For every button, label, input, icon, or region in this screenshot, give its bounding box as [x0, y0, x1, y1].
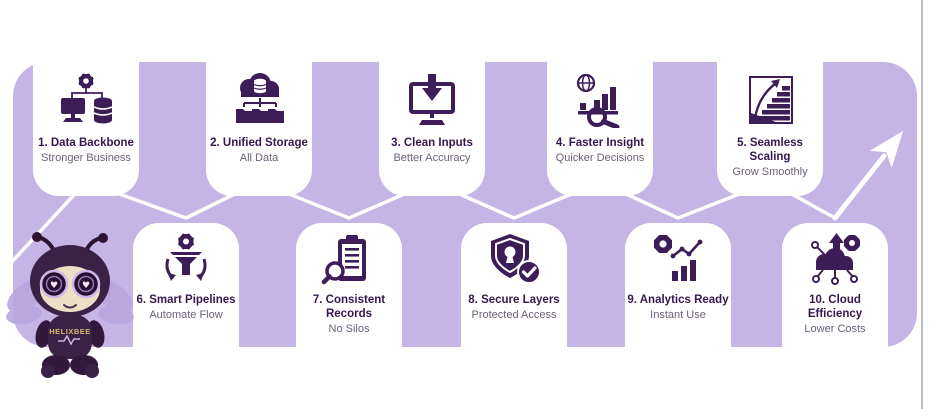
arrow-shaft: [832, 153, 887, 221]
mascot-eyes: ♥ ♥: [39, 269, 101, 299]
step-subtitle: Instant Use: [650, 309, 706, 321]
step-card-8: 8. Secure Layers Protected Access: [461, 223, 567, 351]
step-subtitle: Grow Smoothly: [732, 166, 808, 178]
step-card-4: 4. Faster Insight Quicker Decisions: [547, 50, 653, 196]
step-title: 5. Seamless Scaling: [737, 137, 803, 163]
monitor-download-icon: [409, 74, 455, 125]
computer-database-gear-icon: [61, 73, 113, 124]
step-subtitle: Protected Access: [471, 309, 557, 321]
cloud-database-folders-icon: [236, 73, 284, 123]
gear-trend-bars-icon: [653, 234, 703, 281]
svg-text:♥: ♥: [50, 281, 58, 291]
step-card-3: 3. Clean Inputs Better Accuracy: [379, 50, 485, 196]
step-card-1: 1. Data Backbone Stronger Business: [33, 50, 139, 196]
step-title: 7. Consistent Records: [312, 294, 386, 320]
mascot-foot: [41, 364, 55, 378]
step-subtitle: No Silos: [328, 323, 370, 335]
mascot-smile: [63, 304, 77, 309]
page-edge-divider: [921, 0, 923, 409]
step-subtitle: Lower Costs: [804, 323, 866, 335]
svg-text:♥: ♥: [82, 281, 90, 291]
step-title: 2. Unified Storage: [210, 137, 308, 149]
growth-stairs-arrow-icon: [749, 76, 793, 124]
step-card-7: 7. Consistent Records No Silos: [296, 223, 402, 351]
step-subtitle: Better Accuracy: [393, 152, 471, 164]
step-card-9: 9. Analytics Ready Instant Use: [625, 223, 731, 351]
step-title: 1. Data Backbone: [38, 137, 134, 149]
step-title: 9. Analytics Ready: [627, 294, 729, 306]
step-title: 4. Faster Insight: [555, 137, 645, 149]
step-card-2: 2. Unified Storage All Data: [206, 50, 312, 196]
arrow-head-icon: [869, 131, 903, 168]
cloud-uparrow-gear-icon: [811, 233, 860, 285]
mascot-body: [48, 315, 92, 359]
step-subtitle: All Data: [239, 152, 279, 164]
globe-chart-magnifier-icon: [576, 73, 620, 128]
step-title: 8. Secure Layers: [468, 294, 560, 306]
mascot-shirt-text: HELIXBEE: [49, 327, 91, 336]
step-subtitle: Automate Flow: [149, 309, 223, 321]
helixbee-plush-mascot: ♥ ♥ HELIXBEE: [6, 232, 134, 378]
mascot-heartbeat: [58, 334, 80, 346]
shield-check-icon: [491, 234, 541, 284]
mascot-foot: [85, 364, 99, 378]
step-title: 3. Clean Inputs: [391, 137, 473, 149]
funnel-gear-icon: [165, 233, 207, 281]
clipboard-magnifier-icon: [321, 235, 366, 285]
step-subtitle: Quicker Decisions: [555, 152, 645, 164]
step-card-5: 5. Seamless Scaling Grow Smoothly: [717, 50, 823, 196]
step-subtitle: Stronger Business: [41, 152, 131, 164]
step-title: 6. Smart Pipelines: [136, 294, 236, 306]
step-title: 10. Cloud Efficiency: [807, 294, 863, 320]
step-card-10: 10. Cloud Efficiency Lower Costs: [782, 223, 888, 351]
step-card-6: 6. Smart Pipelines Automate Flow: [133, 223, 239, 351]
